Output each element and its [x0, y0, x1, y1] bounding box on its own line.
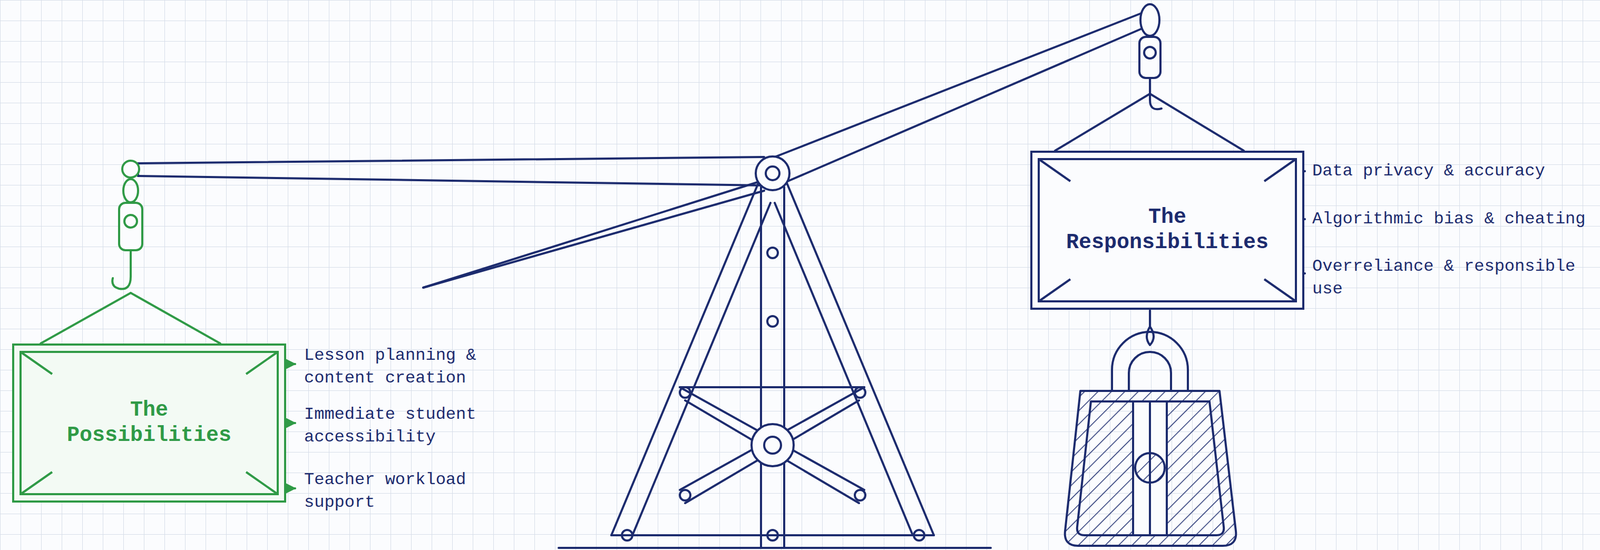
box-frame — [1030, 150, 1305, 310]
callout-label: Algorithmic bias & cheating — [1312, 207, 1589, 231]
panel-box: The Responsibilities — [1030, 150, 1305, 310]
callout-label: Data privacy & accuracy — [1312, 159, 1589, 183]
box-frame — [12, 343, 287, 503]
callout-label: Lesson planning & content creation — [304, 344, 494, 390]
callout-label: Overreliance & responsible use — [1312, 255, 1589, 301]
callout-label: Immediate student accessibility — [304, 403, 494, 449]
callout-label: Teacher workload support — [304, 468, 494, 514]
box-title: The Possibilities — [43, 397, 255, 449]
panel-box: The Possibilities — [12, 343, 287, 503]
box-title: The Responsibilities — [1061, 205, 1273, 256]
